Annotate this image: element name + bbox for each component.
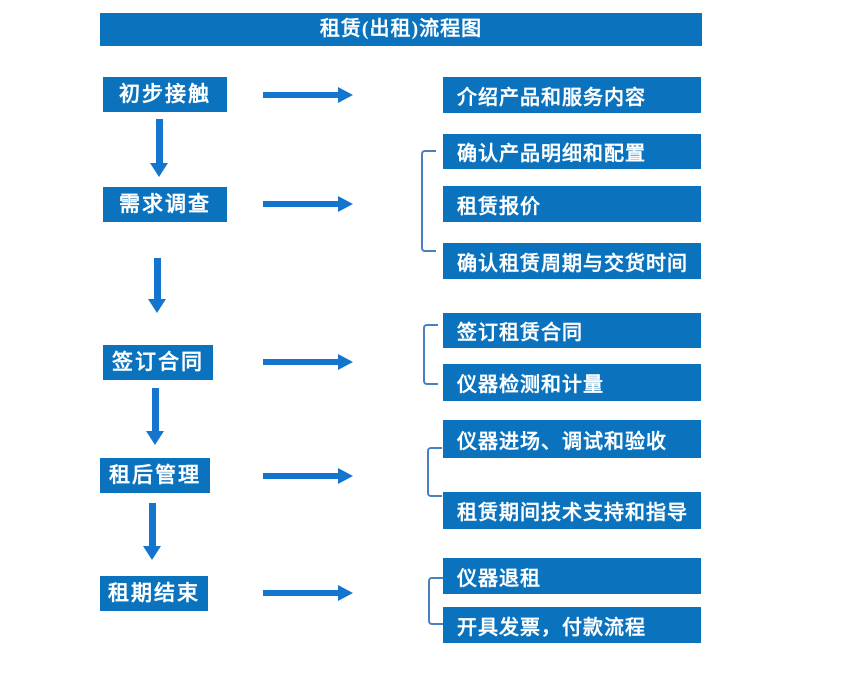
arrow-shaft bbox=[263, 201, 339, 207]
detail-box-instrument-testing-measurement: 仪器检测和计量 bbox=[443, 364, 701, 401]
arrow-head bbox=[148, 299, 166, 313]
detail-box-confirm-rental-period-delivery: 确认租赁周期与交货时间 bbox=[443, 243, 701, 279]
arrow-shaft bbox=[263, 92, 339, 98]
detail-box-introduce-products-services: 介绍产品和服务内容 bbox=[443, 77, 701, 113]
detail-box-confirm-product-details-config: 确认产品明细和配置 bbox=[443, 134, 701, 169]
down-arrow-2 bbox=[148, 258, 166, 313]
detail-box-instrument-return: 仪器退租 bbox=[443, 558, 701, 594]
flowchart-title: 租赁(出租)流程图 bbox=[100, 13, 702, 46]
detail-box-instrument-entry-commissioning-acceptance: 仪器进场、调试和验收 bbox=[443, 420, 701, 458]
arrow-head bbox=[146, 431, 164, 445]
arrow-shaft bbox=[148, 503, 156, 546]
down-arrow-1 bbox=[150, 119, 168, 177]
arrow-head bbox=[338, 468, 353, 484]
arrow-shaft bbox=[151, 388, 159, 431]
step-box-sign-contract: 签订合同 bbox=[103, 345, 213, 380]
arrow-shaft bbox=[263, 473, 339, 479]
detail-box-invoice-payment-process: 开具发票，付款流程 bbox=[443, 607, 701, 643]
step-box-demand-survey: 需求调查 bbox=[103, 187, 227, 222]
step-box-post-rental-management: 租后管理 bbox=[100, 458, 210, 493]
bracket-post-rental-group bbox=[427, 447, 442, 497]
arrow-head bbox=[143, 546, 161, 560]
arrow-shaft bbox=[263, 590, 339, 596]
step-box-initial-contact: 初步接触 bbox=[103, 77, 227, 112]
bracket-lease-end-group bbox=[428, 577, 443, 625]
step-box-lease-end: 租期结束 bbox=[100, 576, 208, 611]
arrow-head bbox=[150, 163, 168, 177]
arrow-head bbox=[338, 87, 353, 103]
arrow-head bbox=[338, 354, 353, 370]
right-arrow-initial-contact bbox=[263, 87, 616, 103]
arrow-shaft bbox=[263, 359, 339, 365]
detail-box-rental-technical-support-guidance: 租赁期间技术支持和指导 bbox=[443, 492, 701, 529]
arrow-shaft bbox=[155, 119, 163, 163]
detail-box-rental-quotation: 租赁报价 bbox=[443, 186, 701, 222]
arrow-head bbox=[338, 196, 353, 212]
arrow-shaft bbox=[153, 258, 161, 299]
arrow-head bbox=[338, 585, 353, 601]
down-arrow-3 bbox=[146, 388, 164, 445]
detail-box-sign-rental-contract: 签订租赁合同 bbox=[443, 313, 701, 348]
bracket-demand-survey-group bbox=[421, 150, 436, 252]
bracket-sign-contract-group bbox=[423, 324, 438, 385]
down-arrow-4 bbox=[143, 503, 161, 560]
